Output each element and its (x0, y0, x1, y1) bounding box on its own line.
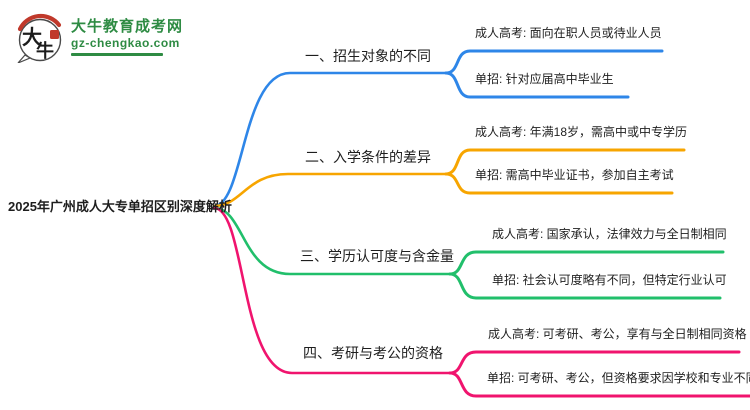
logo-char-niu: 牛 (36, 40, 54, 62)
leaf-2-2[interactable]: 单招: 需高中毕业证书，参加自主考试 (475, 168, 674, 182)
speech-bubble-tail (17, 54, 32, 63)
branch-4-links (212, 206, 750, 398)
leaf-3-2[interactable]: 单招: 社会认可度略有不同，但特定行业认可 (492, 273, 727, 287)
leaf-4-2[interactable]: 单招: 可考研、考公，但资格要求因学校和专业不同 (487, 371, 750, 385)
logo-underline (71, 53, 163, 56)
brand-name: 大牛教育成考网 (71, 18, 184, 35)
brand-domain: gz-chengkao.com (71, 36, 180, 50)
leaf-4-1[interactable]: 成人高考: 可考研、考公，享有与全日制相同资格 (488, 327, 747, 341)
logo-char-da: 大 (22, 25, 42, 49)
root-topic[interactable]: 2025年广州成人大专单招区别深度解析 (8, 199, 232, 214)
branch-2-label[interactable]: 二、入学条件的差异 (305, 149, 431, 165)
leaf-1-2[interactable]: 单招: 针对应届高中毕业生 (475, 72, 614, 86)
branch-1-label[interactable]: 一、招生对象的不同 (305, 48, 431, 64)
site-logo[interactable]: 大 牛 大牛教育成考网 gz-chengkao.com (14, 11, 183, 63)
branch-3-label[interactable]: 三、学历认可度与含金量 (300, 248, 454, 264)
red-arc-icon (17, 13, 62, 32)
logo-text-block: 大牛教育成考网 gz-chengkao.com (71, 11, 183, 56)
branch-4-label[interactable]: 四、考研与考公的资格 (303, 345, 443, 361)
speech-bubble-icon (18, 18, 62, 62)
leaf-3-1[interactable]: 成人高考: 国家承认，法律效力与全日制相同 (492, 227, 727, 241)
branch-1-links (212, 49, 664, 208)
leaf-1-1[interactable]: 成人高考: 面向在职人员或待业人员 (475, 26, 662, 40)
branch-3-links (212, 206, 725, 300)
seal-stamp-icon (50, 30, 59, 39)
branch-2-links (212, 148, 686, 208)
leaf-2-1[interactable]: 成人高考: 年满18岁，需高中或中专学历 (475, 125, 688, 139)
daniu-logo-mark: 大 牛 (17, 13, 62, 63)
